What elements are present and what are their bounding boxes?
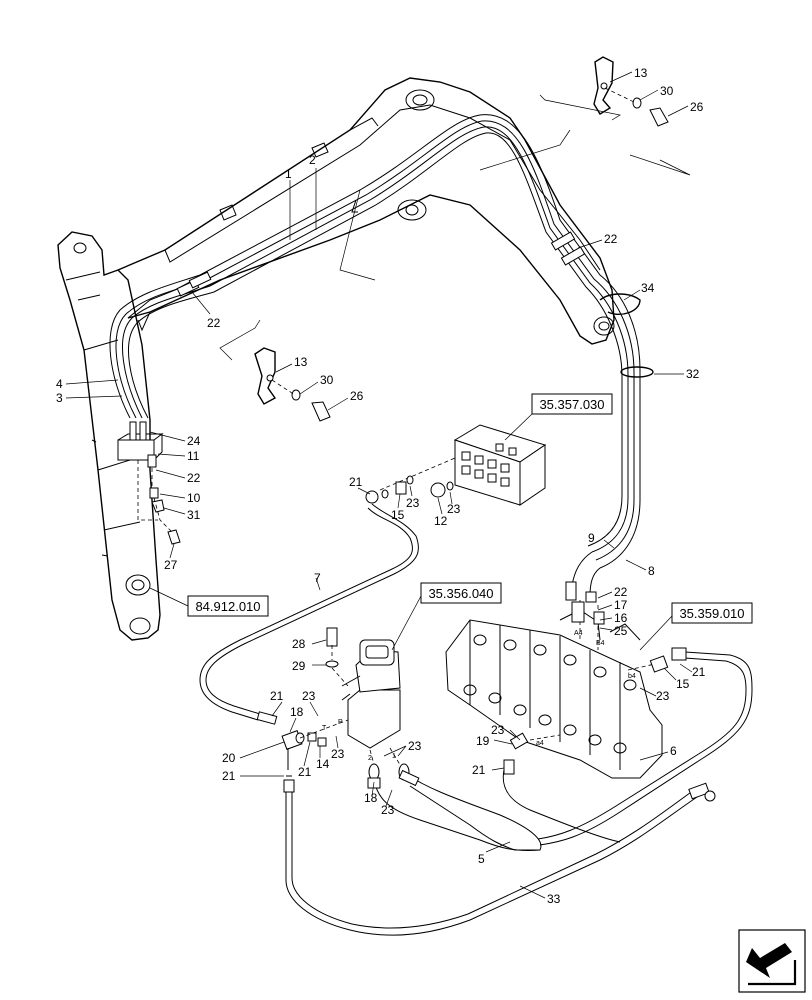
hose-6: [537, 647, 753, 846]
reference-valve-block-text[interactable]: 35.357.030: [539, 397, 604, 412]
callout-24: 24: [187, 434, 201, 448]
reference-box-control-valve[interactable]: 35.359.010: [639, 602, 753, 651]
callout-21: 21: [222, 769, 236, 783]
port-t-label: T: [322, 725, 327, 732]
callout-22: 22: [187, 471, 201, 485]
reference-box-pilot-valve[interactable]: 35.356.040: [391, 582, 502, 651]
callout-21: 21: [298, 765, 312, 779]
control-valve: [445, 600, 669, 779]
callout-26: 26: [690, 100, 704, 114]
callout-27: 27: [164, 558, 178, 572]
pilot-valve: [281, 627, 410, 793]
reference-pilot-valve-text[interactable]: 35.356.040: [428, 586, 493, 601]
reference-box-arm[interactable]: 84.912.010: [149, 587, 269, 617]
port-a4-valve-label: a4: [536, 740, 544, 747]
reference-control-valve-text[interactable]: 35.359.010: [679, 606, 744, 621]
callout-18: 18: [364, 791, 378, 805]
callout-18: 18: [290, 705, 304, 719]
callout-25: 25: [614, 624, 628, 638]
hose-7: [199, 503, 419, 725]
reference-arm-text[interactable]: 84.912.010: [195, 599, 260, 614]
callout-30: 30: [660, 84, 674, 98]
callout-15: 15: [676, 677, 690, 691]
port-marks: A4 B4 b4 a4 T P 2 1: [322, 630, 636, 762]
callout-8: 8: [648, 564, 655, 578]
callout-32: 32: [686, 367, 700, 381]
callout-33: 33: [547, 892, 561, 906]
callout-31: 31: [187, 508, 201, 522]
port-a4-label: A4: [574, 630, 583, 637]
callout-12: 12: [434, 514, 448, 528]
callout-21: 21: [270, 689, 284, 703]
callout-23: 23: [491, 723, 505, 737]
callout-17: 17: [614, 598, 628, 612]
bracket-lower: [254, 347, 331, 422]
reference-box-valve-block[interactable]: 35.357.030: [504, 393, 613, 441]
direction-arrow-icon[interactable]: [738, 929, 806, 993]
arm-fittings: [117, 421, 181, 545]
callout-1: 1: [285, 167, 292, 181]
callout-30: 30: [320, 373, 334, 387]
valve-block: [365, 424, 547, 506]
callout-29: 29: [292, 659, 306, 673]
callout-14: 14: [316, 757, 330, 771]
callout-21: 21: [472, 763, 486, 777]
callout-28: 28: [292, 637, 306, 651]
port-2-label: 2: [368, 755, 372, 762]
callout-23: 23: [331, 747, 345, 761]
port-1-label: 1: [392, 753, 396, 760]
boom-structure: [57, 77, 615, 641]
callout-4: 4: [56, 377, 63, 391]
callout-23: 23: [408, 739, 422, 753]
callout-23: 23: [447, 502, 461, 516]
callout-13: 13: [634, 66, 648, 80]
callout-22: 22: [614, 585, 628, 599]
callout-23: 23: [406, 496, 420, 510]
callout-21: 21: [349, 475, 363, 489]
port-b4-label: B4: [596, 640, 605, 647]
callouts: 13 30 26 1 2 22 34 22 13 30 26 32 4 3 24…: [56, 66, 706, 906]
hose-8-9: [565, 551, 601, 603]
callout-15: 15: [391, 508, 405, 522]
callout-6: 6: [670, 744, 677, 758]
callout-11: 11: [187, 449, 200, 463]
callout-23: 23: [381, 803, 395, 817]
callout-34: 34: [641, 281, 655, 295]
callout-3: 3: [56, 391, 63, 405]
callout-21: 21: [692, 665, 706, 679]
bracket-upper: [593, 56, 669, 127]
hose-33: [285, 782, 716, 936]
callout-23: 23: [302, 689, 316, 703]
callout-13: 13: [294, 355, 308, 369]
hose-5: [398, 769, 621, 851]
callout-20: 20: [222, 751, 236, 765]
boom-hose-bundle: [109, 114, 641, 569]
callout-9: 9: [588, 531, 595, 545]
callout-10: 10: [187, 491, 201, 505]
callout-23: 23: [656, 689, 670, 703]
clamps: [599, 293, 654, 378]
callout-16: 16: [614, 611, 628, 625]
callout-2: 2: [309, 153, 316, 167]
callout-7: 7: [314, 571, 321, 585]
callout-19: 19: [476, 734, 490, 748]
callout-22: 22: [604, 232, 618, 246]
callout-26: 26: [350, 389, 364, 403]
view-leaders: [219, 94, 691, 361]
callout-22: 22: [207, 316, 221, 330]
port-b4-valve-label: b4: [628, 673, 636, 680]
callout-5: 5: [478, 852, 485, 866]
port-p-label: P: [338, 719, 343, 726]
